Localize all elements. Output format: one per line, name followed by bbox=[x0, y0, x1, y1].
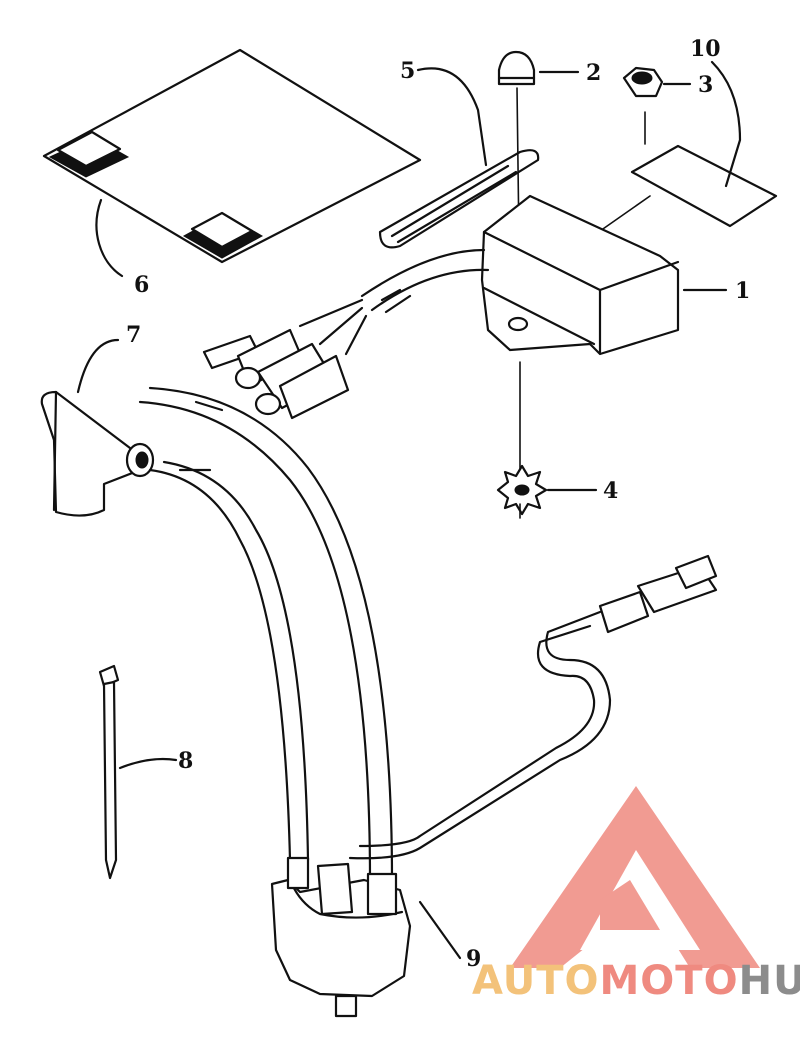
callout-labels: 1 2 3 4 5 6 7 8 9 10 bbox=[126, 36, 750, 972]
callout-4: 4 bbox=[603, 478, 618, 504]
part-4-star-washer bbox=[496, 361, 598, 519]
watermark-hub: HUB bbox=[739, 958, 800, 1004]
watermark-text: AUTOMOTOHUB bbox=[472, 958, 800, 1004]
watermark-logo bbox=[510, 786, 760, 968]
callout-7: 7 bbox=[126, 322, 141, 348]
callout-3: 3 bbox=[698, 72, 713, 98]
part-7-spark-plug-cap bbox=[40, 338, 155, 517]
part-3-hex-nut bbox=[622, 66, 692, 145]
part-10-pad bbox=[589, 60, 778, 239]
callout-8: 8 bbox=[178, 748, 193, 774]
part-9-ignition-coil bbox=[138, 386, 718, 1018]
callout-2: 2 bbox=[586, 60, 601, 86]
callout-9: 9 bbox=[466, 946, 481, 972]
module-harness bbox=[202, 248, 490, 420]
callout-1: 1 bbox=[735, 278, 750, 304]
callout-6: 6 bbox=[134, 272, 149, 298]
part-6-adhesive-sheet bbox=[42, 48, 422, 278]
watermark-auto: AUTO bbox=[472, 958, 600, 1004]
callout-5: 5 bbox=[400, 58, 415, 84]
callout-10: 10 bbox=[690, 36, 721, 62]
part-8-cable-tie bbox=[98, 664, 178, 880]
part-5-bracket bbox=[378, 67, 540, 249]
watermark-moto: MOTO bbox=[600, 958, 739, 1004]
part-1-cdi-module bbox=[480, 194, 728, 356]
